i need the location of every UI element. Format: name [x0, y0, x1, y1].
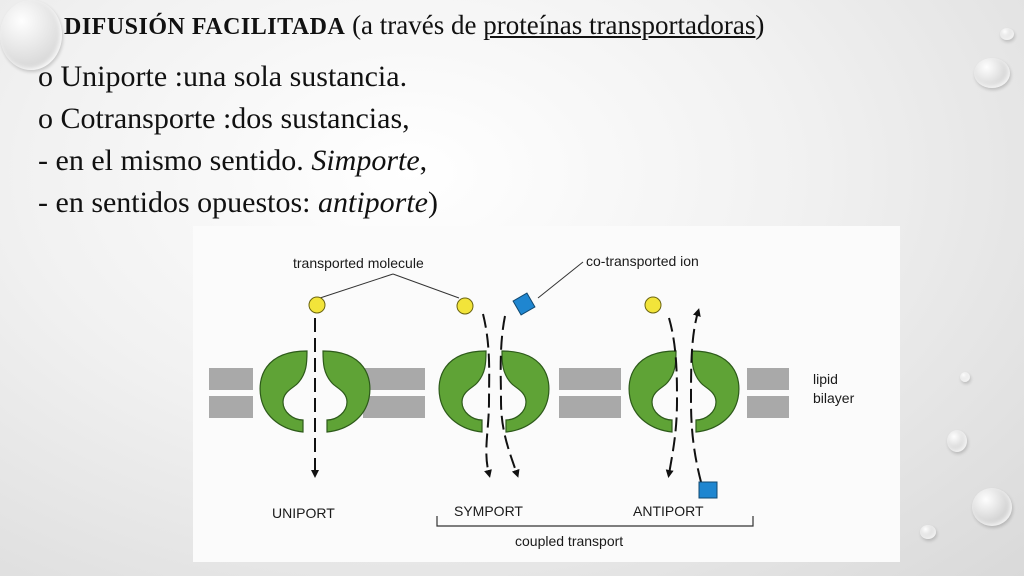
bullet-tail: ): [428, 186, 438, 219]
bullet-marker: o: [38, 102, 61, 135]
bullet-italic: antiporte: [318, 186, 428, 219]
water-drop-decoration: [0, 0, 62, 70]
bullet-italic: Simporte: [311, 144, 420, 177]
coupled-transport-bracket: [436, 516, 754, 527]
bullet-item: - en el mismo sentido. Simporte,: [38, 140, 438, 182]
symport-arrows: [482, 313, 520, 478]
water-drop-decoration: [960, 372, 970, 382]
label-coupled-transport: coupled transport: [515, 533, 623, 549]
water-drop-decoration: [972, 488, 1012, 526]
bullet-text: Cotransporte :dos sustancias,: [60, 102, 410, 135]
water-drop-decoration: [974, 58, 1010, 88]
label-transported-molecule: transported molecule: [293, 255, 424, 271]
bullet-tail: ,: [419, 144, 428, 177]
title-close: ): [755, 10, 765, 40]
water-drop-decoration: [1000, 28, 1014, 40]
bullet-item: o Uniporte :una sola sustancia.: [38, 56, 438, 98]
bullet-item: - en sentidos opuestos: antiporte): [38, 182, 438, 224]
co-transported-ion: [698, 481, 718, 499]
label-uniport: UNIPORT: [272, 505, 335, 521]
label-symport: SYMPORT: [454, 503, 523, 519]
co-transported-ion: [512, 292, 536, 316]
title-bold: DIFUSIÓN FACILITADA: [64, 14, 346, 40]
transported-molecule: [644, 296, 662, 314]
bullet-marker: o: [38, 60, 61, 93]
label-antiport: ANTIPORT: [633, 503, 704, 519]
bullet-text: en el mismo sentido.: [55, 144, 312, 177]
transported-molecule: [456, 297, 474, 315]
antiport-protein: [628, 350, 740, 433]
transport-diagram-svg: transported molecule co-transported ion …: [209, 253, 855, 549]
lipid-bilayer: [209, 368, 789, 418]
symport-protein: [438, 350, 550, 433]
label-cotransported-ion: co-transported ion: [586, 253, 699, 269]
title-underlined: proteínas transportadoras: [483, 10, 756, 40]
bullet-text: en sentidos opuestos:: [55, 186, 318, 219]
water-drop-decoration: [920, 525, 936, 539]
bullet-marker: -: [38, 144, 56, 177]
bullet-list: o Uniporte :una sola sustancia. o Cotran…: [38, 56, 438, 224]
slide-title: DIFUSIÓN FACILITADA (a través de proteín…: [64, 10, 764, 41]
bullet-item: o Cotransporte :dos sustancias,: [38, 98, 438, 140]
water-drop-decoration: [947, 430, 967, 452]
label-bilayer: bilayer: [813, 390, 855, 406]
transport-diagram: transported molecule co-transported ion …: [193, 226, 900, 562]
transported-molecule: [308, 296, 326, 314]
label-lipid: lipid: [813, 371, 838, 387]
antiport-arrows: [665, 308, 702, 483]
title-open: (a través de: [345, 10, 484, 40]
bullet-marker: -: [38, 186, 56, 219]
pointer-lines: [319, 261, 584, 299]
bullet-text: Uniporte :una sola sustancia.: [60, 60, 408, 93]
